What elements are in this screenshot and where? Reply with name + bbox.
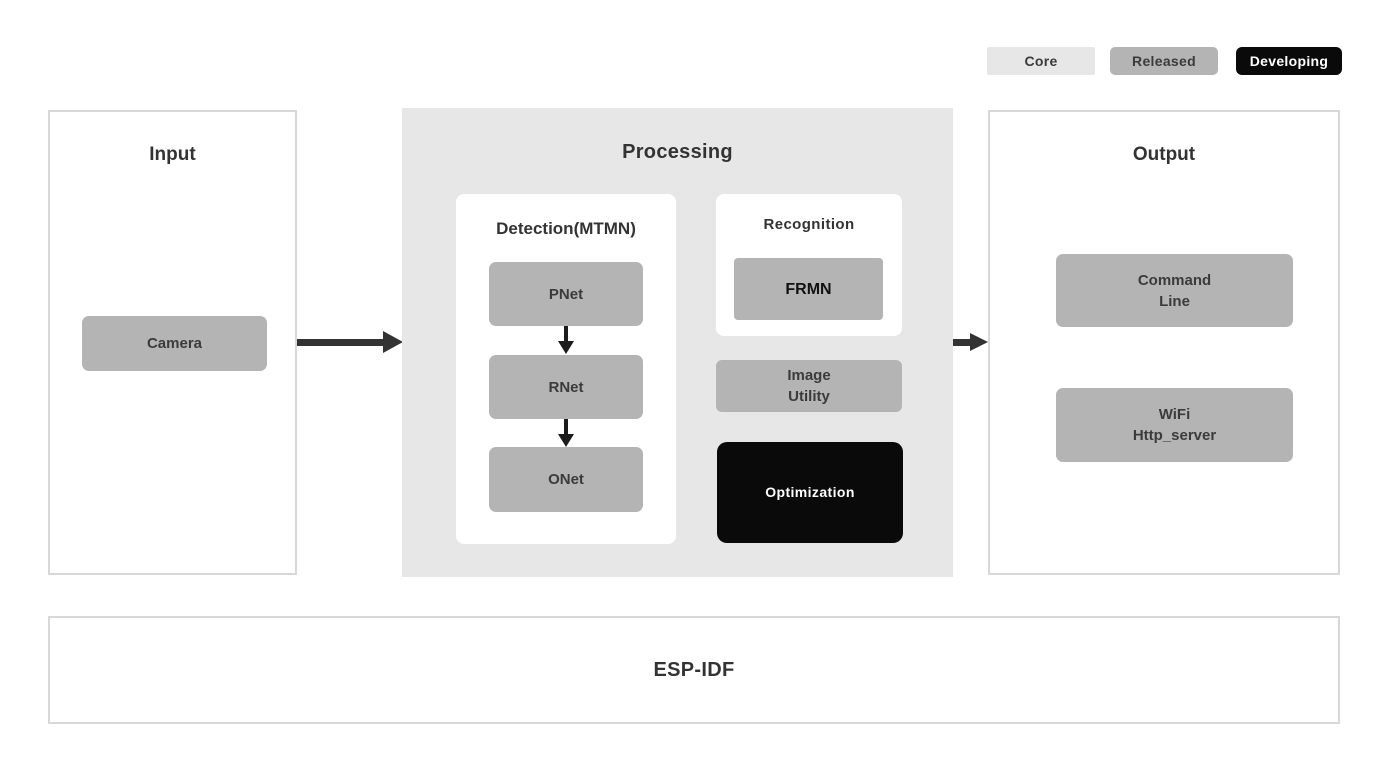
arrow-head-icon [558, 341, 574, 354]
wifi-http-server-node: WiFi Http_server [1056, 388, 1293, 462]
arrow-line [564, 419, 568, 435]
arrow-right-icon-processing-to-output [953, 333, 988, 351]
esp-idf-panel: ESP-IDF [48, 616, 1340, 724]
recognition-subpanel: Recognition FRMN [716, 194, 902, 336]
arrow-head-icon [558, 434, 574, 447]
arrow-down-icon-rnet-to-onet [558, 419, 574, 447]
detection-subpanel-title: Detection(MTMN) [496, 219, 636, 238]
output-panel-title: Output [1132, 144, 1196, 165]
command-line-node: Command Line [1056, 254, 1293, 327]
detection-subpanel: Detection(MTMN) PNet RNet ONet [456, 194, 676, 544]
legend-badge-core: Core [987, 47, 1095, 75]
arrow-line [953, 339, 971, 346]
arrow-line [564, 326, 568, 342]
optimization-node: Optimization [717, 442, 903, 543]
legend-badge-released: Released [1110, 47, 1218, 75]
arrow-right-icon-input-to-processing [297, 331, 403, 353]
image-utility-node: Image Utility [716, 360, 902, 412]
esp-idf-panel-title: ESP-IDF [653, 658, 735, 681]
rnet-node: RNet [489, 355, 643, 419]
processing-panel-title: Processing [622, 141, 733, 163]
input-panel: Input Camera [48, 110, 297, 575]
arrow-head-icon [383, 331, 403, 353]
arrow-down-icon-pnet-to-rnet [558, 326, 574, 354]
onet-node: ONet [489, 447, 643, 512]
pnet-node: PNet [489, 262, 643, 326]
camera-node: Camera [82, 316, 267, 371]
frmn-node: FRMN [734, 258, 883, 320]
output-panel: Output Command Line WiFi Http_server [988, 110, 1340, 575]
arrow-line [297, 339, 384, 346]
arrow-head-icon [970, 333, 988, 351]
processing-panel: Processing Detection(MTMN) PNet RNet ONe… [402, 108, 953, 577]
legend-badge-developing: Developing [1236, 47, 1342, 75]
input-panel-title: Input [149, 144, 196, 165]
recognition-subpanel-title: Recognition [763, 216, 855, 233]
